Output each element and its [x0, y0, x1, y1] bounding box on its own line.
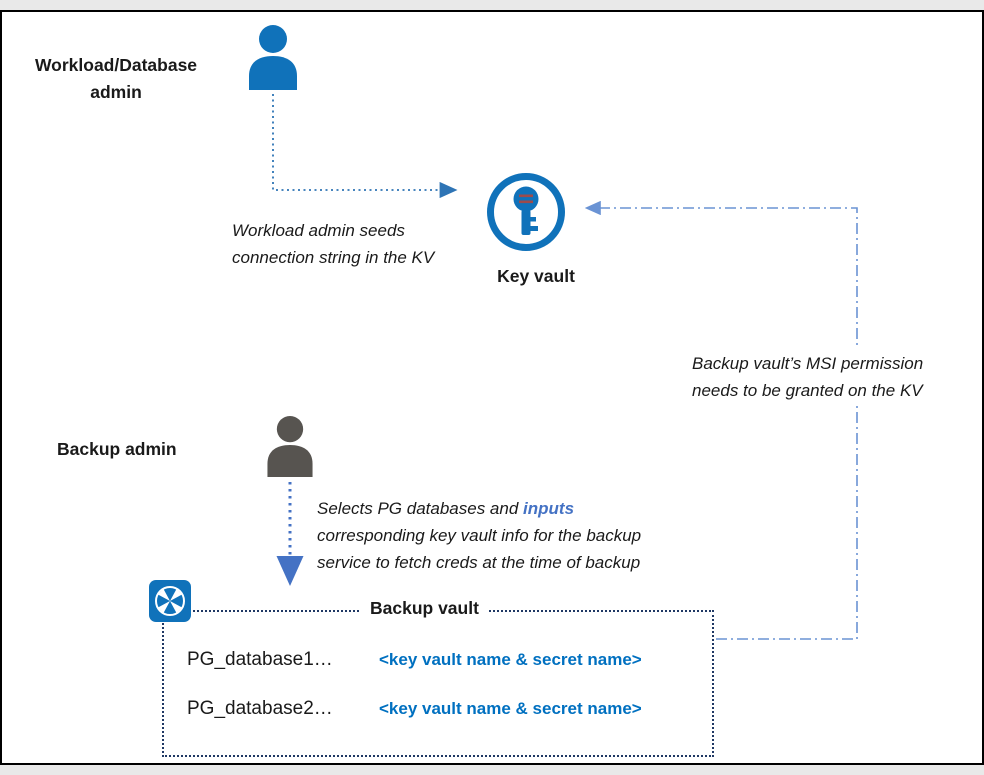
- workload-admin-person-icon: [249, 25, 297, 90]
- seed-annotation: Workload admin seeds connection string i…: [232, 217, 472, 271]
- secret-reference: <key vault name & secret name>: [379, 650, 642, 669]
- secret-reference: <key vault name & secret name>: [379, 699, 642, 718]
- seed-annotation-line1: Workload admin seeds: [232, 221, 405, 240]
- selects-annotation-pre: Selects PG databases and: [317, 499, 524, 518]
- vault-row-1: PG_database1… <key vault name & secret n…: [187, 649, 642, 671]
- backup-admin-person-icon: [267, 415, 313, 477]
- vault-row-2: PG_database2… <key vault name & secret n…: [187, 698, 642, 720]
- key-vault-icon: [487, 173, 565, 251]
- msi-annotation-line2: needs to be granted on the KV: [692, 381, 923, 401]
- msi-annotation-line1: Backup vault’s MSI permission: [692, 354, 924, 373]
- backup-vault-box: [162, 610, 714, 757]
- database-name: PG_database2…: [187, 698, 333, 719]
- seed-connection-arrow: [272, 94, 458, 199]
- database-name: PG_database1…: [187, 649, 333, 670]
- seed-annotation-line2: connection string in the KV: [232, 248, 435, 268]
- selects-annotation-line2: corresponding key vault info for the bac…: [317, 526, 642, 546]
- selects-annotation-line1: Selects PG databases and inputs: [317, 495, 747, 522]
- key-vault-label: Key vault: [497, 266, 575, 286]
- selects-annotation-line3: service to fetch creds at the time of ba…: [317, 553, 641, 573]
- msi-annotation: Backup vault’s MSI permission needs to b…: [688, 348, 980, 407]
- backup-admin-label: Backup admin: [57, 439, 177, 459]
- selects-annotation: Selects PG databases and inputs correspo…: [317, 495, 747, 577]
- workload-admin-label: Workload/Database admin: [34, 55, 198, 103]
- backup-vault-icon: [149, 580, 191, 622]
- backup-vault-label: Backup vault: [360, 598, 489, 619]
- selects-annotation-highlight: inputs: [523, 499, 575, 518]
- diagram-canvas: Workload/Database admin Workload admin s…: [0, 10, 984, 765]
